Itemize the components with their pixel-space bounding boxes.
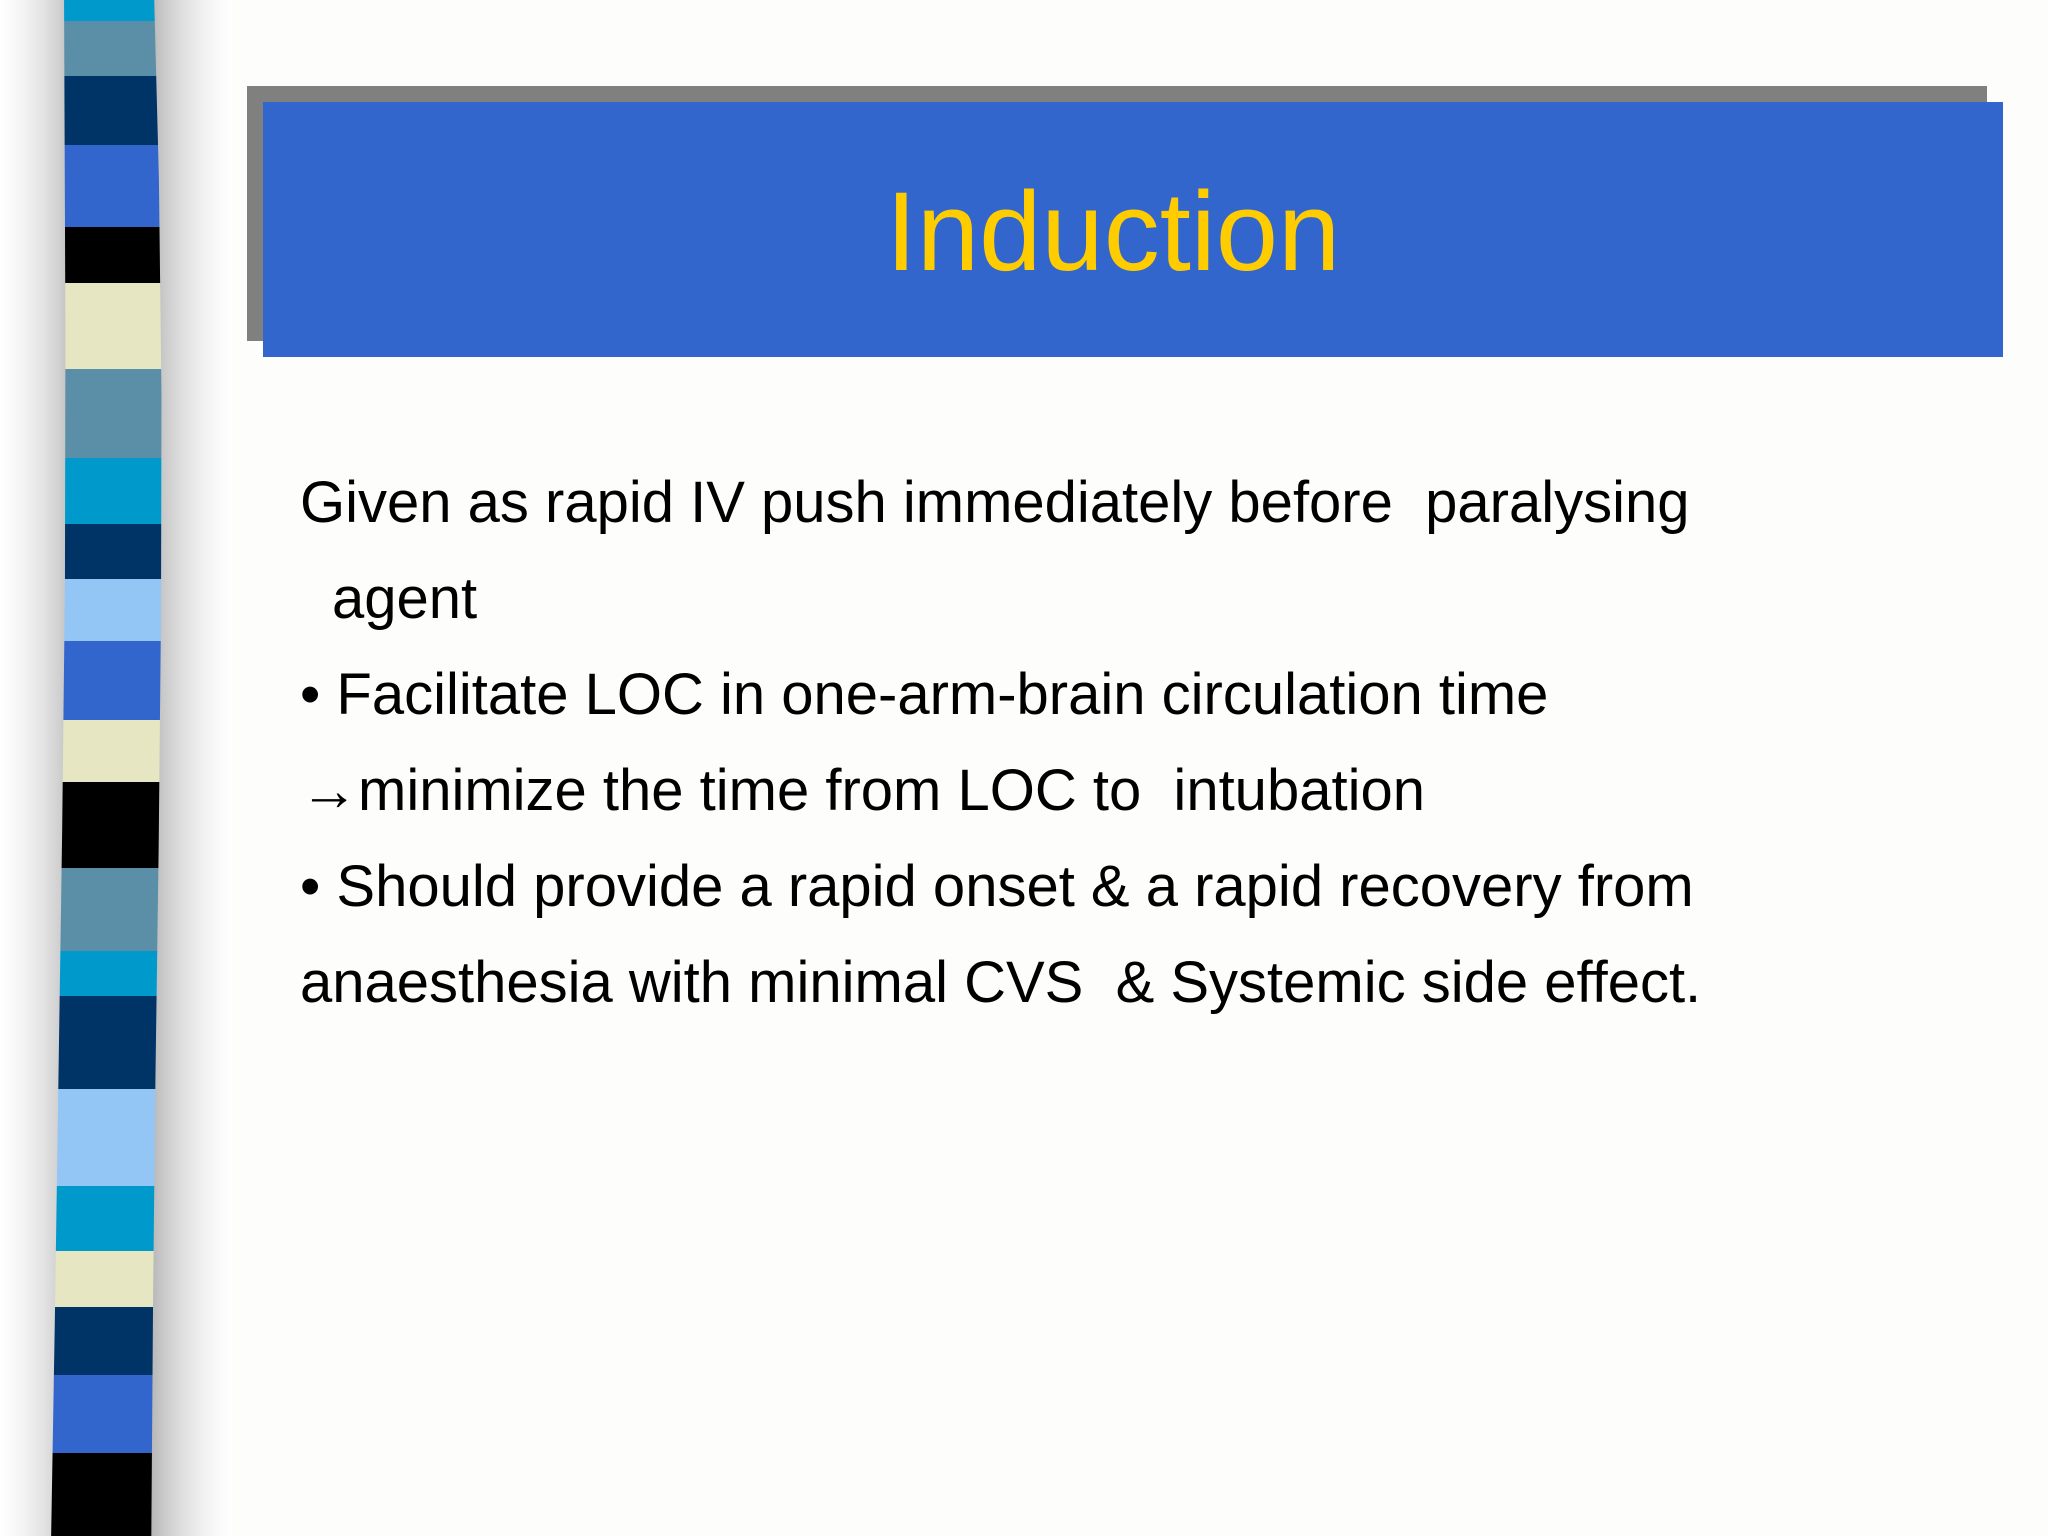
ribbon-stripe xyxy=(51,1452,162,1536)
ribbon-stripe xyxy=(51,524,162,579)
ribbon-stripe xyxy=(51,1089,162,1187)
ribbon-stripe xyxy=(51,1186,162,1251)
body-line: agent xyxy=(332,566,478,631)
ribbon-stripe xyxy=(51,1374,162,1453)
ribbon-stripe xyxy=(51,458,162,525)
body-line: • Facilitate LOC in one-arm-brain circul… xyxy=(300,662,1549,727)
body-line: anaesthesia with minimal CVS & Systemic … xyxy=(300,950,1702,1015)
body-line: Given as rapid IV push immediately befor… xyxy=(300,470,1690,535)
ribbon-stripe xyxy=(51,1306,162,1375)
ribbon-stripe xyxy=(51,578,162,641)
slide-decoration-ribbon xyxy=(0,0,232,1536)
body-line: →minimize the time from LOC to intubatio… xyxy=(300,758,1425,823)
page-title: Induction xyxy=(885,168,1341,294)
ribbon-stripe xyxy=(51,21,162,76)
ribbon-stripe xyxy=(51,145,162,228)
ribbon-stripe xyxy=(51,996,162,1090)
ribbon-stripe xyxy=(51,720,162,783)
body-line: • Should provide a rapid onset & a rapid… xyxy=(300,854,1694,919)
ribbon-stripe xyxy=(51,0,162,22)
ribbon-stripe xyxy=(51,75,162,146)
ribbon-stripes xyxy=(51,0,162,1536)
ribbon-stripe xyxy=(51,227,162,284)
ribbon-stripe xyxy=(51,782,162,868)
ribbon-stripe xyxy=(51,867,162,952)
ribbon-stripe xyxy=(51,368,162,459)
ribbon-stripe xyxy=(51,283,162,369)
ribbon-stripe xyxy=(51,640,162,721)
title-plate: Induction xyxy=(263,102,2003,357)
slide-body-text: Given as rapid IV push immediately befor… xyxy=(300,455,2000,1031)
ribbon-stripe xyxy=(51,1250,162,1307)
ribbon-shadow-right xyxy=(150,0,232,1536)
ribbon-stripe xyxy=(51,951,162,997)
